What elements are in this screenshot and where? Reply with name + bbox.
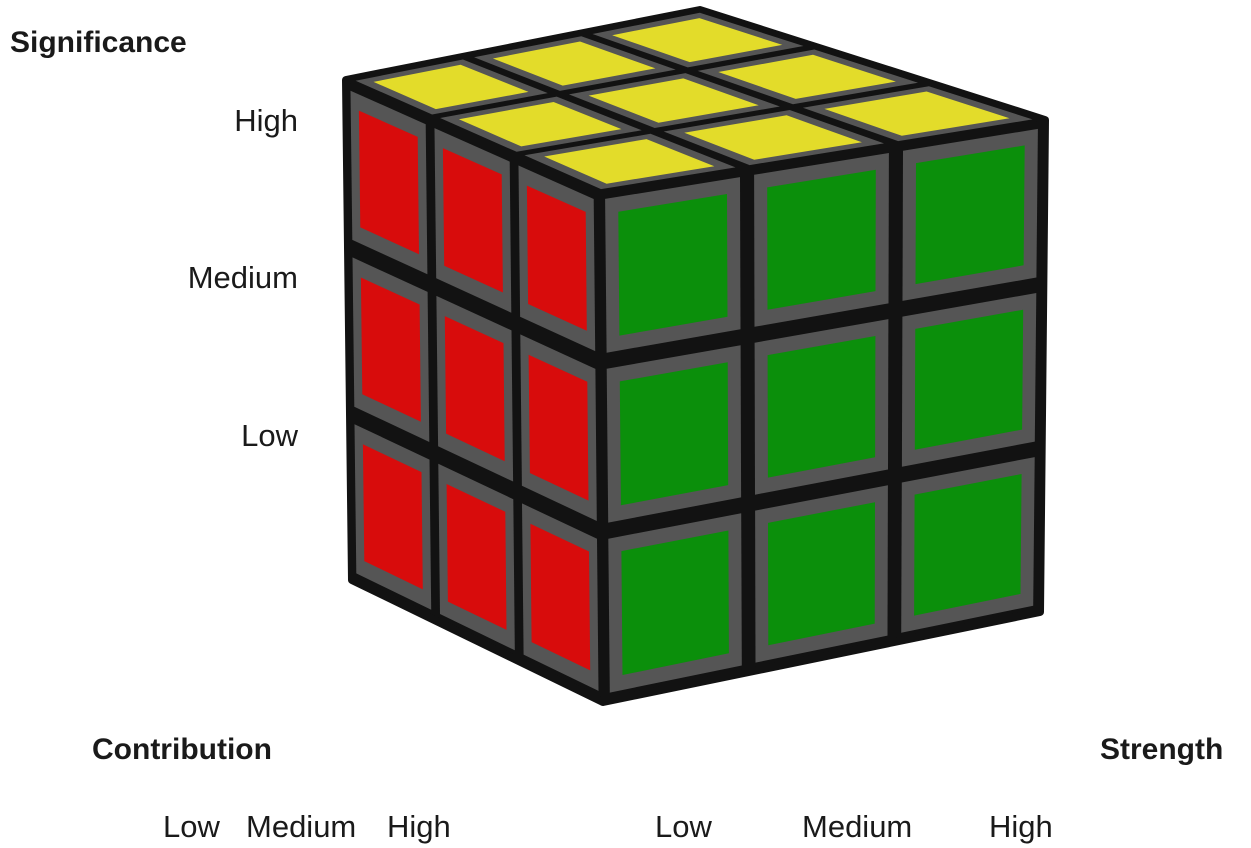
strength-level-high: High [989,809,1053,845]
front-face-sticker [916,145,1025,284]
strength-axis-title: Strength [1100,733,1223,767]
contribution-level-low: Low [163,809,220,845]
front-face-sticker [768,336,876,478]
contribution-axis-title: Contribution [92,733,272,767]
front-face-sticker [767,170,876,310]
front-face-sticker [620,362,728,505]
front-face-sticker [618,194,727,336]
cube-front-face [605,129,1038,693]
front-face-sticker [621,531,729,676]
strength-level-medium: Medium [802,809,912,845]
front-face-sticker [768,502,875,645]
strength-level-low: Low [655,809,712,845]
contribution-level-high: High [387,809,451,845]
front-face-sticker [915,310,1023,450]
contribution-level-medium: Medium [246,809,356,845]
front-face-sticker [914,474,1022,616]
